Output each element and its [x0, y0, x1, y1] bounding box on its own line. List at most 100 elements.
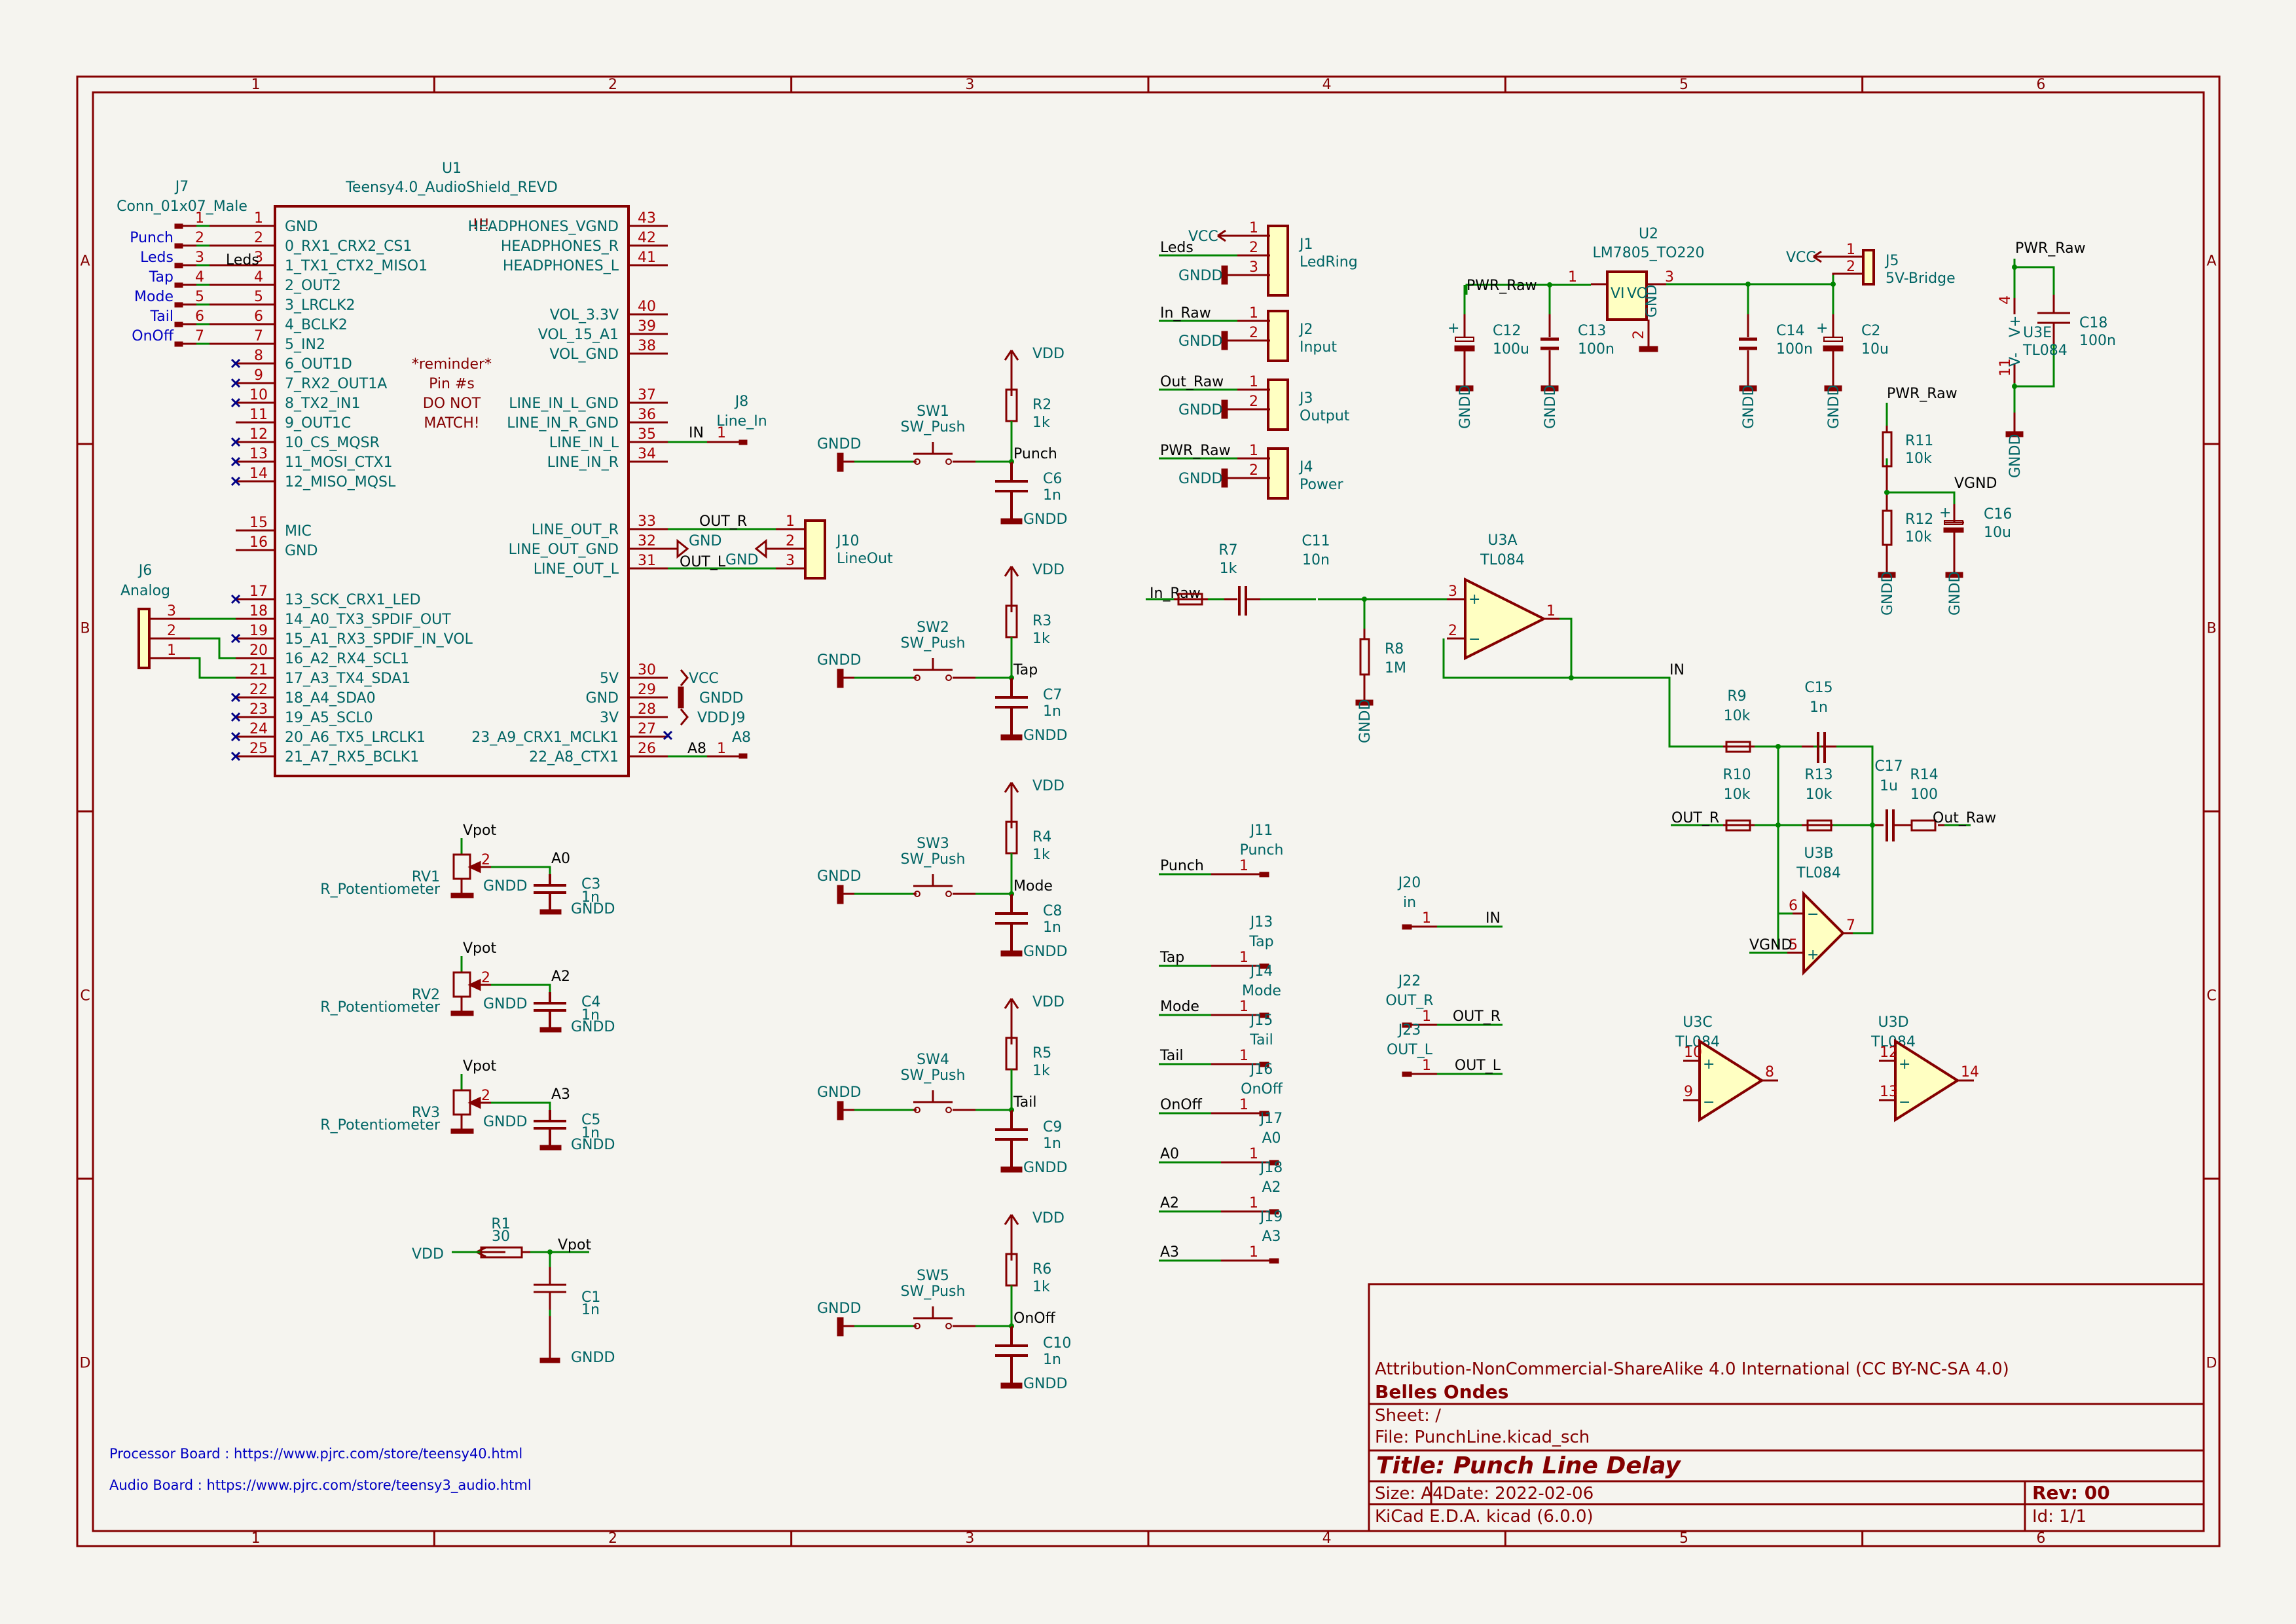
u1-pin-name: 19_A5_SCL0	[285, 710, 373, 726]
switch-actuator	[913, 658, 953, 671]
u3e-ref: U3E	[2023, 325, 2052, 341]
switch-contact	[914, 674, 920, 681]
row-marker: B	[80, 621, 90, 637]
opamp-triangle	[1698, 1039, 1764, 1122]
test-point-pin-num: 1	[1239, 999, 1248, 1015]
gndd-symbol	[450, 1010, 474, 1016]
u3a-pin-num: 2	[1448, 623, 1457, 639]
capacitor-ref: C2	[1861, 323, 1880, 339]
capacitor-value: 1n	[1043, 1352, 1061, 1368]
processor-board-link[interactable]: Processor Board : https://www.pjrc.com/s…	[109, 1446, 522, 1462]
u1-pin-name: 3V	[600, 710, 619, 726]
gndd-label: GNDD	[1023, 511, 1067, 528]
r1-value: 30	[492, 1228, 510, 1245]
wire	[491, 1101, 551, 1110]
vdd-arrow-icon	[1004, 782, 1019, 828]
u1-pin-name: 8_TX2_IN1	[285, 396, 360, 412]
capacitor-symbol	[534, 874, 566, 910]
u3e-power-unit: PWR_Raw 4 11 V+ V- U3E TL084 C18 100n GN…	[1997, 240, 2116, 478]
u1-pin-num: 8	[254, 348, 263, 364]
connector-pin-num: 2	[1249, 462, 1258, 479]
test-point-end	[1269, 1258, 1279, 1264]
switch-contact	[914, 458, 920, 465]
net-label: A2	[1160, 1195, 1179, 1211]
sheet-date: Date: 2022-02-06	[1443, 1484, 1594, 1504]
test-point-pin-num: 1	[1239, 1097, 1248, 1113]
wire	[491, 984, 551, 992]
no-connect-icon	[230, 378, 241, 388]
gndd-label: GNDD	[817, 436, 861, 452]
net-label: IN	[1485, 910, 1501, 927]
u1-pin-num: 32	[638, 533, 656, 549]
u1-pin-name: VOL_3.3V	[550, 307, 619, 323]
connector-value: LedRing	[1300, 254, 1358, 270]
net-label: Tap	[1159, 950, 1184, 966]
j6-ref: J6	[137, 563, 153, 579]
connector-pin-num: 1	[1249, 374, 1258, 390]
gndd-symbol	[837, 1317, 844, 1337]
u1-pin-num: 17	[249, 583, 268, 600]
gndd-label: GNDD	[483, 878, 527, 895]
j7-pin-num: 3	[195, 249, 204, 266]
u1-pin-name: HEADPHONES_VGND	[468, 219, 619, 235]
gndd-label: GNDD	[1023, 944, 1067, 960]
pot-value: R_Potentiometer	[320, 999, 441, 1016]
u1-pin-name: MIC	[285, 523, 312, 540]
capacitor-symbol	[534, 992, 566, 1028]
connector-value: Output	[1300, 408, 1350, 424]
c15-value: 1n	[1810, 699, 1828, 716]
potentiometer-body	[452, 853, 471, 880]
connector-ref: J3	[1298, 390, 1313, 407]
c17-value: 1u	[1880, 778, 1898, 794]
j7-connector: J7 Conn_01x07_Male 12Punch3Leds4Tap5Mode…	[117, 179, 259, 347]
gndd-symbol	[1000, 1382, 1023, 1389]
column-marker: 5	[1679, 1530, 1688, 1547]
test-point-pin-num: 1	[1249, 1244, 1258, 1261]
column-marker: 5	[1679, 77, 1688, 93]
switch-actuator	[913, 442, 953, 455]
u1-pin-num: 1	[254, 210, 263, 227]
connector-ref: J2	[1298, 322, 1313, 338]
j7-pin-num: 4	[195, 269, 204, 286]
net-label: A3	[551, 1086, 570, 1103]
u3b-pin-num: 7	[1846, 917, 1855, 934]
capacitor-value: 1n	[581, 1007, 600, 1024]
net-label-vpot: Vpot	[558, 1237, 591, 1253]
j5-pin-num: 2	[1846, 259, 1855, 275]
switch-debounce-blocks: VDDR21kPunchC61nGNDDGNDDSW1SW_PushVDDR31…	[817, 346, 1071, 1392]
sheet-id: Id: 1/1	[2032, 1507, 2086, 1526]
u1-pin-name: 6_OUT1D	[285, 356, 352, 373]
j8-pin-num: 1	[717, 425, 726, 441]
vo-pin-label: VO	[1627, 286, 1648, 302]
c16-value: 10u	[1984, 525, 2011, 541]
j7-pin-num: 1	[195, 210, 204, 227]
u1-pin-num: 21	[249, 662, 268, 678]
switch-actuator	[913, 874, 953, 887]
test-point-pin-num: 1	[1249, 1195, 1258, 1211]
switch-actuator	[913, 1306, 953, 1320]
u1-pin-num: 12	[249, 426, 268, 443]
u1-pin-num: 6	[254, 308, 263, 325]
resistor-value: 1k	[1032, 1279, 1050, 1295]
gndd-symbol	[1221, 399, 1228, 419]
net-label-vgnd: VGND	[1749, 937, 1793, 953]
gndd-label: GNDD	[1741, 385, 1757, 429]
gndd-symbol	[837, 1101, 844, 1120]
c16-ref: C16	[1984, 506, 2012, 523]
connector-body	[1267, 378, 1289, 431]
test-point-end	[1269, 1209, 1279, 1215]
mixer-stage: R9 10k C15 1n R10 10k R13 10k C17 1u R14…	[1671, 680, 1996, 976]
net-label: PWR_Raw	[1160, 443, 1231, 459]
test-point-value: Punch	[1240, 842, 1284, 858]
gndd-symbol	[1824, 385, 1842, 392]
gndd-label: GNDD	[817, 1084, 861, 1101]
audio-board-link[interactable]: Audio Board : https://www.pjrc.com/store…	[109, 1477, 532, 1494]
j8-value: Line_In	[716, 413, 767, 430]
capacitor-value: 100n	[1578, 341, 1614, 358]
net-label: Leds	[1160, 240, 1194, 256]
j9-pin-num: 1	[717, 741, 726, 757]
capacitor-plate	[1739, 337, 1757, 350]
inverting-mark: −	[1899, 1094, 1910, 1111]
j7-pin-num: 2	[195, 230, 204, 246]
